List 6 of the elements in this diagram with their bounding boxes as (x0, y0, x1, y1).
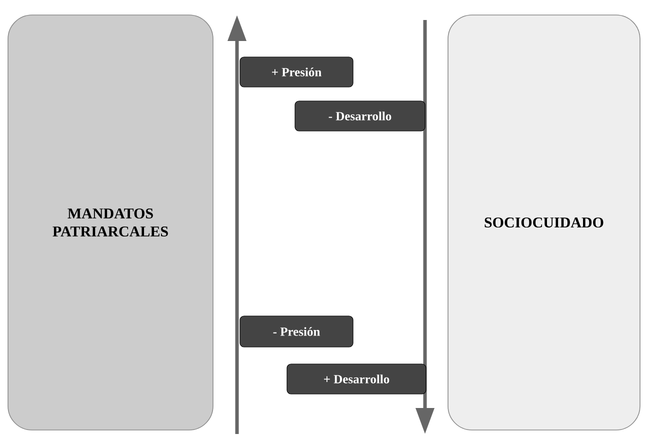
tag-box: - Desarrollo (294, 100, 426, 132)
column-box: MANDATOS PATRIARCALES (8, 14, 214, 430)
tag-box: + Desarrollo (286, 364, 426, 394)
tag-box: + Presión (240, 56, 354, 88)
column-box: SOCIOCUIDADO (448, 14, 640, 430)
tag-box: - Presión (240, 316, 354, 348)
